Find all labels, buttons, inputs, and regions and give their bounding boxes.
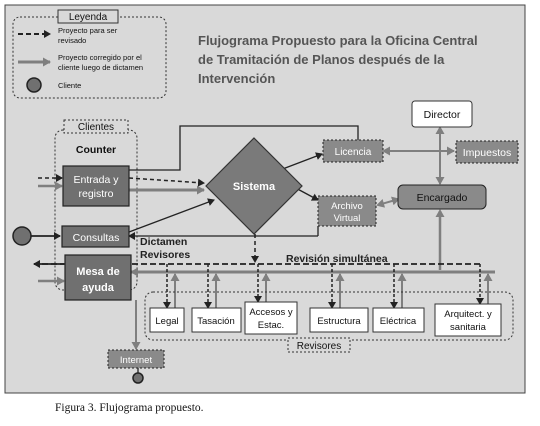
internet-client-circle-icon bbox=[132, 372, 144, 384]
node-licencia: Licencia bbox=[322, 139, 384, 163]
entrada-to-sistema-dashed bbox=[128, 177, 205, 187]
diagram-title: Flujograma Propuesto para la Oficina Cen… bbox=[198, 33, 478, 86]
clients-label-box bbox=[63, 119, 129, 134]
mesa-line-1: Mesa de bbox=[76, 266, 119, 278]
revisores-label: Revisores bbox=[297, 341, 341, 352]
clients-label: Clientes bbox=[78, 122, 114, 133]
mesa-line-2: ayuda bbox=[82, 282, 115, 294]
impuestos-label: Impuestos bbox=[463, 147, 511, 159]
revisor-estructura-box bbox=[309, 307, 369, 333]
legend-item-2-line-1: Proyecto corregido por el bbox=[58, 53, 142, 62]
revisor-accesos-line-2: Estac. bbox=[258, 320, 284, 331]
revisores-label-box bbox=[287, 337, 351, 353]
node-sistema: Sistema bbox=[205, 137, 303, 235]
node-impuestos: Impuestos bbox=[455, 140, 519, 164]
node-internet: Internet bbox=[107, 349, 165, 369]
counter-label: Counter bbox=[76, 144, 116, 156]
revisor-tasacion-box bbox=[191, 307, 242, 333]
revisor-electrica-box bbox=[372, 307, 425, 333]
revisor-electrica-label: Eléctrica bbox=[380, 316, 417, 327]
legend-item-1-line-2: revisado bbox=[58, 36, 86, 45]
title-line-3: Intervención bbox=[198, 71, 275, 86]
node-mesa: Mesa de ayuda bbox=[64, 254, 132, 301]
revisor-arquitect-line-1: Arquitect. y bbox=[444, 309, 492, 320]
node-consultas: Consultas bbox=[61, 225, 130, 248]
legend-item-1-line-1: Proyecto para ser bbox=[58, 26, 118, 35]
revisor-legal-box bbox=[149, 307, 185, 333]
revisor-arquitect-box bbox=[434, 303, 502, 337]
revisor-tasacion-label: Tasación bbox=[197, 316, 235, 327]
legend-title-box bbox=[57, 9, 119, 24]
revisor-legal-label: Legal bbox=[155, 316, 178, 327]
licencia-label: Licencia bbox=[335, 147, 372, 158]
encargado-label: Encargado bbox=[417, 192, 468, 204]
revisor-accesos-line-1: Accesos y bbox=[249, 307, 293, 318]
legend-title: Leyenda bbox=[69, 12, 108, 23]
top-loop-right bbox=[330, 125, 359, 140]
top-loop-line bbox=[129, 125, 330, 171]
figure-caption: Figura 3. Flujograma propuesto. bbox=[55, 402, 204, 414]
node-encargado: Encargado bbox=[397, 184, 487, 210]
legend-client-icon bbox=[26, 77, 42, 93]
archivo-line-1: Archivo bbox=[331, 201, 363, 212]
clients-group: Clientes Counter bbox=[54, 119, 138, 291]
node-director: Director bbox=[411, 100, 473, 128]
node-entrada: Entrada y registro bbox=[62, 165, 130, 207]
archivo-encargado-arrow bbox=[376, 196, 400, 208]
director-label: Director bbox=[424, 109, 461, 121]
title-line-1: Flujograma Propuesto para la Oficina Cen… bbox=[198, 33, 478, 48]
client-circle-icon bbox=[12, 226, 32, 246]
consultas-label: Consultas bbox=[73, 232, 120, 244]
node-archivo: Archivo Virtual bbox=[317, 195, 377, 227]
archivo-line-2: Virtual bbox=[334, 213, 361, 224]
entrada-line-1: Entrada y bbox=[74, 174, 120, 186]
internet-label: Internet bbox=[120, 355, 153, 366]
revisor-arquitect-line-2: sanitaria bbox=[450, 322, 487, 333]
dictamen-label-line-2: Revisores bbox=[140, 249, 190, 261]
title-line-2: de Tramitación de Planos después de la bbox=[198, 52, 445, 67]
revisor-accesos-box bbox=[244, 301, 298, 335]
revisores-group: Revisores Legal Tasación Accesos y Estac… bbox=[144, 291, 514, 353]
revision-simultanea-label: Revisión simultánea bbox=[286, 253, 388, 265]
legend-item-3-label: Cliente bbox=[58, 81, 81, 90]
sistema-label: Sistema bbox=[233, 181, 276, 193]
consultas-to-sistema bbox=[128, 198, 215, 233]
connectors bbox=[30, 125, 495, 375]
dictamen-label-line-1: Dictamen bbox=[140, 236, 187, 248]
legend: Leyenda Proyecto para ser revisado Proye… bbox=[12, 9, 167, 99]
revisor-estructura-label: Estructura bbox=[317, 316, 361, 327]
legend-item-2-line-2: cliente luego de dictamen bbox=[58, 63, 143, 72]
sistema-to-licencia bbox=[279, 152, 323, 171]
entrada-line-2: registro bbox=[78, 188, 113, 200]
